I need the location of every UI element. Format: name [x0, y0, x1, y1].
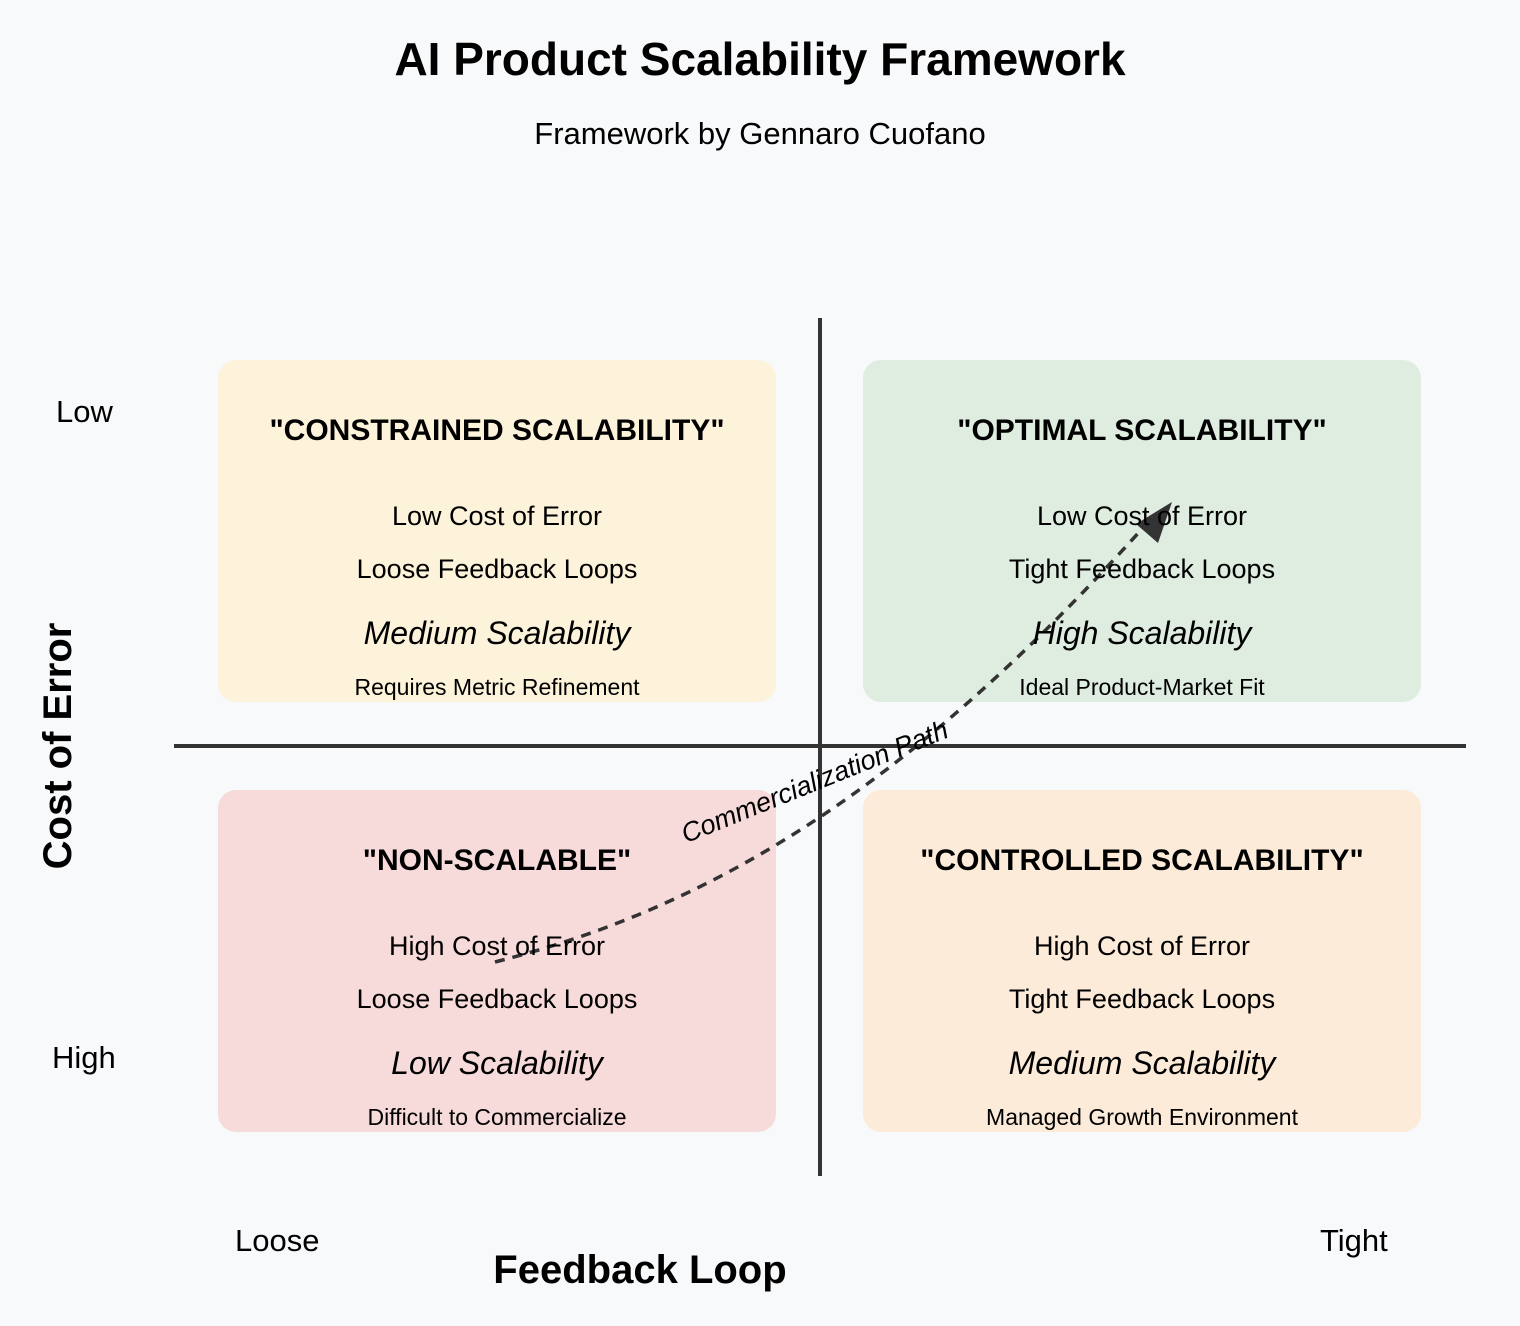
quadrant-top-left-box	[218, 360, 776, 702]
quadrant-scalability: Medium Scalability	[1008, 1045, 1276, 1081]
y-axis-low-label: Low	[56, 394, 113, 429]
x-axis-tight-label: Tight	[1320, 1223, 1388, 1258]
quadrant-top-right: "OPTIMAL SCALABILITY" Low Cost of Error …	[822, 414, 1462, 701]
quadrant-top-left: "CONSTRAINED SCALABILITY" Low Cost of Er…	[177, 414, 817, 701]
quadrant-note: Ideal Product-Market Fit	[1019, 674, 1265, 700]
quadrant-title: "OPTIMAL SCALABILITY"	[957, 414, 1327, 447]
quadrant-note: Managed Growth Environment	[986, 1104, 1298, 1130]
quadrant-line-feedback: Loose Feedback Loops	[356, 554, 638, 584]
quadrant-line-feedback: Loose Feedback Loops	[356, 984, 638, 1014]
quadrant-line-cost: High Cost of Error	[388, 931, 606, 961]
arrowhead-icon	[1136, 502, 1172, 543]
quadrant-title: "CONTROLLED SCALABILITY"	[920, 844, 1364, 877]
diagram-subtitle: Framework by Gennaro Cuofano	[534, 116, 986, 151]
commercialization-path-arrow	[494, 518, 1152, 964]
quadrant-line-feedback: Tight Feedback Loops	[1008, 554, 1276, 584]
quadrant-scalability: High Scalability	[1032, 615, 1252, 651]
x-axis-loose-label: Loose	[235, 1223, 320, 1258]
quadrant-note: Difficult to Commercialize	[367, 1104, 627, 1130]
quadrant-line-cost: Low Cost of Error	[1036, 501, 1248, 531]
x-axis-title: Feedback Loop	[493, 1248, 787, 1292]
quadrant-scalability: Low Scalability	[391, 1045, 603, 1081]
quadrant-line-feedback: Tight Feedback Loops	[1008, 984, 1276, 1014]
quadrant-top-right-box	[863, 360, 1421, 702]
quadrant-bottom-right-box	[863, 790, 1421, 1132]
quadrant-bottom-right: "CONTROLLED SCALABILITY" High Cost of Er…	[822, 844, 1462, 1131]
commercialization-path-label: Commercialization Path	[677, 714, 953, 849]
y-axis-title: Cost of Error	[36, 622, 80, 870]
quadrant-title: "NON-SCALABLE"	[362, 844, 632, 877]
quadrant-scalability: Medium Scalability	[363, 615, 631, 651]
quadrant-line-cost: Low Cost of Error	[391, 501, 603, 531]
diagram-title: AI Product Scalability Framework	[394, 33, 1126, 85]
y-axis-high-label: High	[52, 1040, 116, 1075]
quadrant-title: "CONSTRAINED SCALABILITY"	[269, 414, 725, 447]
quadrant-bottom-left: "NON-SCALABLE" High Cost of Error Loose …	[177, 844, 817, 1131]
quadrant-line-cost: High Cost of Error	[1033, 931, 1251, 961]
quadrant-note: Requires Metric Refinement	[354, 674, 640, 700]
